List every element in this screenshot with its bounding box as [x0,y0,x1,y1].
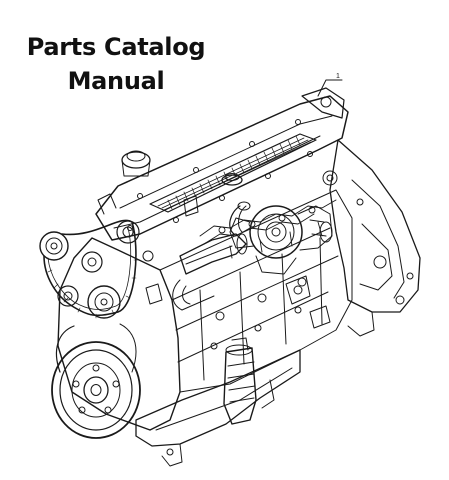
accessory-parts [98,171,337,328]
oil-filter [224,338,256,424]
rear-housing [330,140,420,336]
valve-cover [96,88,348,240]
callout-number: 1 [336,73,340,80]
callout-leader: 1 [318,73,342,96]
fuel-lines [200,200,336,258]
crank-damper [52,324,140,438]
title-line-2: Manual [67,67,165,95]
belt-drive [40,220,139,318]
turbocharger [230,206,332,274]
oil-pan [136,350,300,466]
page-title: Parts Catalog Manual [0,30,232,98]
title-line-1: Parts Catalog [26,33,206,61]
engine-block [58,190,352,430]
intake-pipe [173,202,250,310]
